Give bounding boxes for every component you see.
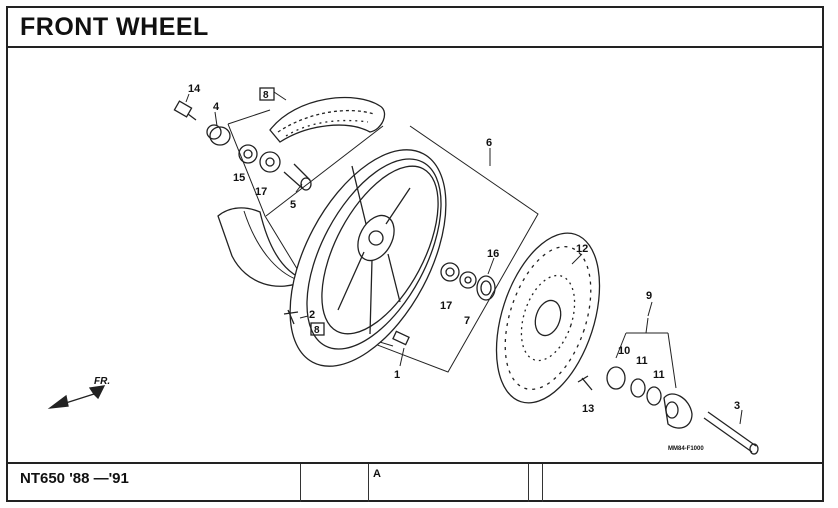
- callout-8-tire: 8: [263, 90, 269, 101]
- axle-bolt-shape: [173, 100, 197, 121]
- ref-box-tire: [259, 87, 275, 101]
- header: FRONT WHEEL: [8, 8, 822, 48]
- direction-label: FR.: [94, 376, 110, 387]
- callout-10: 10: [618, 345, 630, 357]
- footer-divider: [368, 464, 369, 502]
- direction-arrow-icon: [47, 385, 106, 409]
- diagram-canvas: 14 4 8 6 15 17 5 16 12 2 8 17 7 9 10 11 …: [47, 83, 759, 455]
- callout-4: 4: [213, 101, 220, 113]
- footer-divider: [528, 464, 529, 502]
- valve-shape: [283, 309, 299, 325]
- callout-3: 3: [734, 400, 740, 412]
- side-mark: A: [373, 468, 381, 480]
- diagram-frame: FRONT WHEEL: [6, 6, 824, 502]
- callout-8-valve: 8: [314, 325, 320, 336]
- right-bearing-shape: [440, 262, 496, 301]
- collar-shape: [206, 124, 231, 146]
- callout-9: 9: [646, 290, 652, 302]
- callout-14: 14: [188, 83, 201, 95]
- callout-1: 1: [394, 369, 400, 381]
- tire-shape: [217, 96, 386, 287]
- axle-shape: [703, 411, 759, 455]
- brake-disc-shape: [495, 232, 601, 404]
- spacer-shape: [283, 163, 312, 191]
- callout-7: 7: [464, 315, 470, 327]
- callout-2: 2: [309, 309, 315, 321]
- footer-divider: [542, 464, 543, 502]
- speedometer-gearbox-shape: [606, 366, 693, 429]
- balance-weight-shape: [392, 330, 410, 346]
- ref-box-valve: [310, 322, 325, 336]
- callout-12: 12: [576, 243, 588, 255]
- model-label: NT650 '88 —'91: [20, 470, 129, 487]
- callout-17-right: 17: [440, 300, 452, 312]
- callout-16: 16: [487, 248, 499, 260]
- diagram-code: MM84-F1000: [668, 446, 704, 452]
- callout-5: 5: [290, 199, 296, 211]
- assembly-group-lines: [227, 109, 677, 389]
- callout-11-right: 11: [653, 369, 665, 381]
- footer-divider: [300, 464, 301, 502]
- callout-11-left: 11: [636, 355, 648, 367]
- disc-bolt-shape: [577, 375, 593, 391]
- wheel-rim-shape: [289, 149, 447, 367]
- footer: NT650 '88 —'91 A: [8, 462, 822, 502]
- exploded-parts-diagram: 14 4 8 6 15 17 5 16 12 2 8 17 7 9 10 11 …: [8, 48, 822, 462]
- callout-17-left: 17: [255, 186, 267, 198]
- callout-leaders: [185, 91, 743, 425]
- page-title: FRONT WHEEL: [20, 13, 209, 41]
- callout-6: 6: [486, 137, 492, 149]
- bearing-shape: [238, 144, 281, 173]
- callout-15: 15: [233, 172, 245, 184]
- callout-13: 13: [582, 403, 594, 415]
